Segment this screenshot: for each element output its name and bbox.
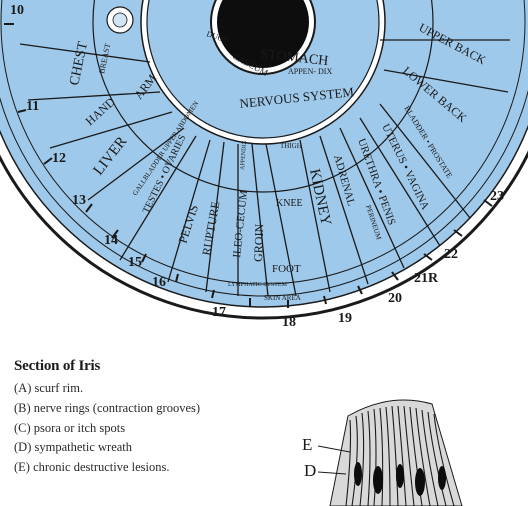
label-lymphatic-system: LYMPHATIC SYSTEM (228, 282, 288, 288)
label-knee: KNEE (276, 198, 303, 209)
label-skin-area: SKIN AREA (264, 294, 301, 302)
legend-item-a: (A) scurf rim. (14, 379, 274, 399)
label-appendix-inner: APPEN- DIX (288, 67, 332, 76)
legend-title: Section of Iris (14, 358, 274, 375)
clock-number-21R: 21R (414, 271, 439, 286)
label-thigh: THIGH (280, 142, 302, 150)
section-label-d: D (304, 461, 316, 480)
clock-number-12: 12 (52, 151, 66, 166)
legend-item-e: (E) chronic destructive lesions. (14, 458, 274, 478)
legend-item-b: (B) nerve rings (contraction grooves) (14, 399, 274, 419)
clock-number-13: 13 (72, 193, 86, 208)
iris-zone-chart: 10 11 12 13 14 15 16 17 18 19 20 21R 22 … (0, 0, 528, 330)
clock-number-15: 15 (128, 255, 142, 270)
legend-item-c: (C) psora or itch spots (14, 419, 274, 439)
legend-item-d: (D) sympathetic wreath (14, 438, 274, 458)
clock-number-14: 14 (104, 233, 118, 248)
breast-marker-inner (113, 13, 127, 27)
clock-number-10: 10 (10, 3, 24, 18)
section-label-e: E (302, 435, 312, 454)
clock-number-16: 16 (152, 275, 166, 290)
clock-number-11: 11 (26, 99, 39, 114)
clock-number-19: 19 (338, 311, 352, 326)
section-legend: Section of Iris (A) scurf rim. (B) nerve… (14, 358, 274, 478)
label-foot: FOOT (272, 263, 301, 275)
clock-number-18: 18 (282, 315, 296, 330)
iris-section-illustration: E D (302, 400, 462, 506)
label-groin: GROIN (251, 223, 266, 262)
clock-number-20: 20 (388, 291, 402, 306)
clock-number-22: 22 (444, 247, 458, 262)
clock-number-17: 17 (212, 305, 226, 320)
clock-number-23: 23 (490, 189, 504, 204)
